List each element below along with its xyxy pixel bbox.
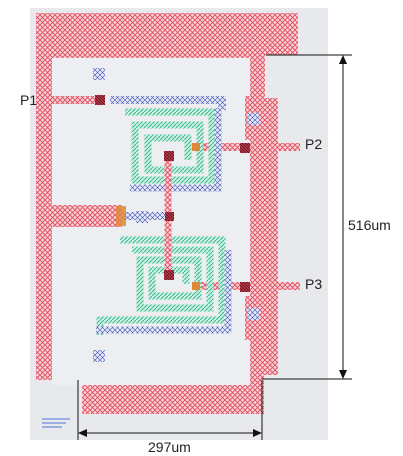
via-upper-center [164,151,174,161]
via-lower-center [164,270,174,280]
via-bottom-left [93,350,105,362]
width-label: 297um [148,439,191,455]
vias [93,68,260,362]
height-dimension [262,54,352,380]
via-center-red [165,212,174,221]
fine-print [42,418,70,428]
via-p3 [240,282,250,292]
via-p1 [95,95,105,105]
height-arrow-top [339,55,347,64]
port-label-p2: P2 [305,136,322,152]
via-left-orange [116,206,126,226]
via-p3-bottom [248,308,260,320]
via-center [136,211,148,223]
ground-ring [36,13,298,414]
via-upper-orange [192,143,200,151]
height-arrow-bottom [339,370,347,379]
via-top-left [93,68,105,80]
via-lower-orange [192,282,200,290]
port-label-p1: P1 [20,92,37,108]
via-p2 [240,143,250,153]
ground-stub-left [52,205,122,227]
height-label: 516um [348,217,391,233]
port-label-p3: P3 [305,276,322,292]
width-arrow-right [253,429,262,437]
via-p2-top [248,113,260,125]
p1-feed-line [40,96,104,104]
width-dimension [77,380,263,440]
upper-coil [110,96,226,215]
width-arrow-left [78,429,87,437]
lower-coil [96,215,232,335]
